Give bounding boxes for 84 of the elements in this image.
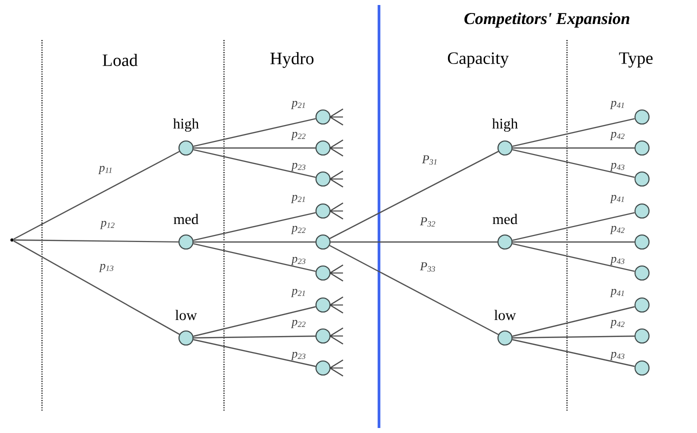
branch-line	[13, 240, 180, 335]
branch-line	[329, 244, 499, 336]
edge-label: p$_{43}$	[610, 162, 624, 172]
edge-label: p$_{23}$	[290, 352, 306, 360]
outcome-circle	[634, 140, 650, 156]
outcome-circle	[315, 203, 331, 219]
edge-label: p$_{12}$	[100, 220, 114, 230]
edge-label: p$_{41}$	[610, 100, 624, 110]
edge-label: p$_{41}$	[610, 288, 624, 298]
outcome-circle	[634, 360, 650, 376]
node-label: low	[175, 310, 197, 320]
outcome-circle	[315, 234, 331, 250]
branch-node: med	[492, 214, 518, 250]
edge-label: p$_{22}$	[290, 320, 306, 328]
outcome-circle	[634, 234, 650, 250]
branch-line	[512, 147, 634, 149]
branch-line	[193, 118, 316, 147]
edge-label: p$_{23}$	[290, 162, 306, 172]
edge-label: P$_{33}$	[420, 262, 436, 272]
branch-line	[512, 212, 635, 241]
edge-label: p$_{21}$	[290, 288, 305, 298]
branch-line	[193, 212, 316, 241]
outcome-circle	[634, 297, 650, 313]
edge-label: p$_{21}$	[290, 100, 305, 110]
branch-node: low	[494, 310, 516, 346]
branch-line	[14, 239, 178, 243]
root-point	[10, 238, 14, 242]
outcome-circle	[315, 109, 331, 125]
edge-label: p$_{42}$	[610, 320, 624, 328]
branch-line	[13, 151, 180, 240]
edge-label: p$_{21}$	[290, 194, 305, 204]
outcome-circle	[315, 171, 331, 187]
branch-line	[512, 336, 634, 338]
branch-line	[330, 241, 498, 243]
node-label: med	[174, 214, 198, 224]
branch-line	[329, 150, 499, 240]
outcome-circle	[315, 297, 331, 313]
branch-line	[193, 243, 316, 272]
outcome-circle	[634, 265, 650, 281]
node-label: low	[494, 310, 516, 320]
edge-label: p$_{42}$	[610, 226, 624, 234]
edge-label: p$_{43}$	[610, 256, 624, 266]
node-label: high	[173, 118, 199, 132]
branch-line	[194, 336, 316, 338]
edge-label: p$_{42}$	[610, 132, 624, 140]
branch-node: low	[175, 310, 197, 346]
branch-line	[193, 306, 316, 337]
outcome-circle	[634, 171, 650, 187]
outcome-circle	[315, 328, 331, 344]
branch-node: high	[492, 118, 518, 156]
edge-label: p$_{23}$	[290, 256, 306, 266]
edge-label: p$_{43}$	[610, 352, 624, 360]
edge-label: p$_{41}$	[610, 194, 624, 204]
branch-line	[512, 243, 635, 272]
branch-line	[193, 149, 316, 178]
node-label: high	[492, 118, 518, 132]
column-heading: Type	[619, 52, 653, 68]
edge-label: p$_{13}$	[98, 264, 114, 272]
column-heading: Capacity	[448, 52, 509, 68]
outcome-circle	[634, 109, 650, 125]
edge-label: p$_{22}$	[290, 132, 306, 140]
outcome-circle	[315, 265, 331, 281]
branch-line	[193, 339, 316, 367]
section-title: Competitors' Expansion	[464, 12, 630, 28]
column-heading: Hydro	[270, 52, 314, 68]
branch-line	[512, 149, 635, 178]
edge-label: p$_{11}$	[98, 166, 112, 174]
column-heading: Load	[102, 54, 138, 66]
branch-node: med	[174, 214, 198, 250]
edge-label: P$_{32}$	[420, 217, 436, 227]
branch-line	[194, 147, 316, 149]
outcome-circle	[315, 360, 331, 376]
branch-line	[512, 241, 634, 243]
edge-label: P$_{31}$	[422, 155, 436, 165]
branch-line	[194, 241, 316, 243]
outcome-circle	[634, 203, 650, 219]
branch-line	[512, 306, 635, 337]
branch-line	[512, 339, 635, 367]
edge-label: p$_{22}$	[290, 226, 306, 234]
outcome-circle	[315, 140, 331, 156]
node-label: med	[492, 214, 518, 224]
branch-line	[512, 118, 635, 147]
outcome-circle	[634, 328, 650, 344]
branch-node: high	[173, 118, 199, 156]
